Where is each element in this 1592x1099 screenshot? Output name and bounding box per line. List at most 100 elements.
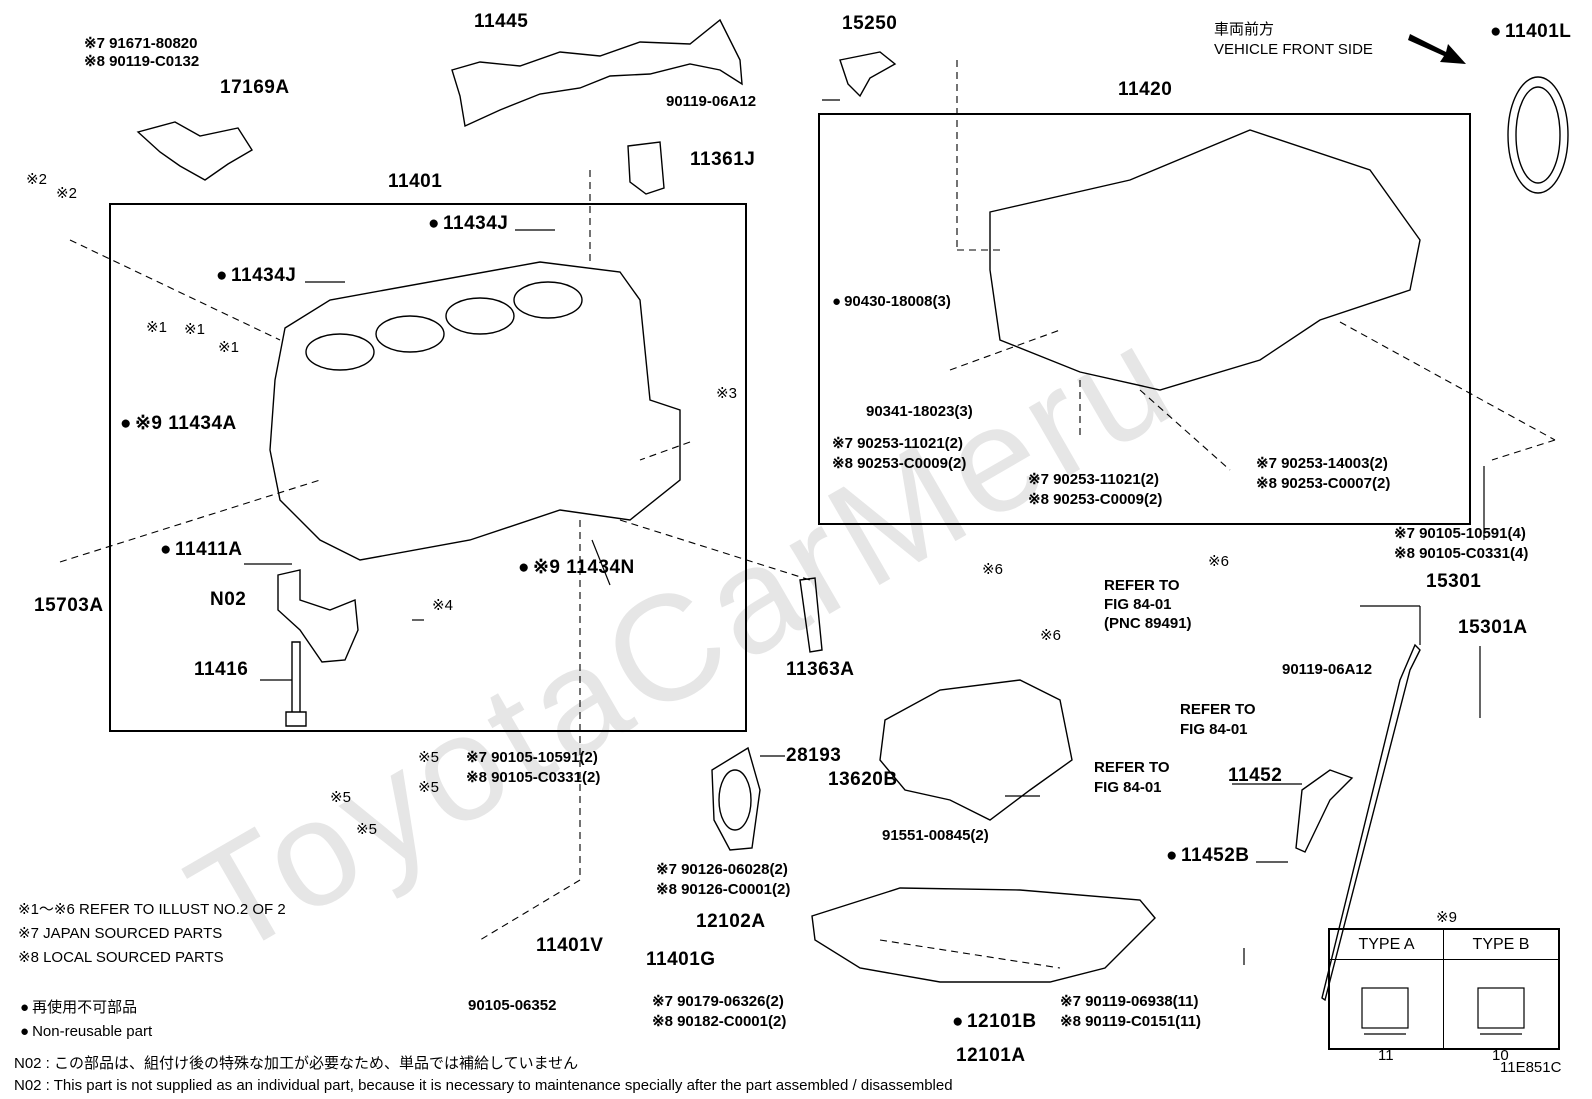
note-japan-sourced: ※7 JAPAN SOURCED PARTS — [18, 925, 223, 942]
refer-fig-84-01-pnc-89491[interactable]: REFER TO FIG 84-01 (PNC 89491) — [1104, 577, 1192, 632]
bushing-type-table: TYPE A TYPE B 11 10 — [1328, 928, 1560, 1064]
part-90253-C0009-b-label[interactable]: ※8 90253-C0009(2) — [1028, 491, 1163, 508]
lower-crankcase-frame — [818, 113, 1471, 525]
part-11434A-label[interactable]: ※9 11434A — [120, 414, 237, 434]
part-15703A-label[interactable]: 15703A — [34, 595, 104, 616]
part-90105-C0331-m-label[interactable]: ※8 90105-C0331(2) — [466, 769, 601, 786]
type-b-bushing-drawing — [1477, 987, 1525, 1029]
part-17169A-label[interactable]: 17169A — [220, 77, 290, 98]
legend-nonreuse-en: Non-reusable part — [20, 1022, 152, 1042]
part-90119-06A12-top-label[interactable]: 90119-06A12 — [666, 93, 757, 110]
part-90105-06352-label[interactable]: 90105-06352 — [468, 997, 557, 1014]
part-11420-label[interactable]: 11420 — [1118, 79, 1173, 100]
part-11401L-label[interactable]: 11401L — [1490, 22, 1571, 42]
part-15301-label[interactable]: 15301 — [1426, 571, 1482, 592]
part-11434J-a-label[interactable]: 11434J — [428, 214, 508, 234]
note-n02-en: N02 : This part is not supplied as an in… — [14, 1077, 953, 1094]
note-local-sourced: ※8 LOCAL SOURCED PARTS — [18, 949, 224, 966]
dipstick-guide-drawing — [1295, 769, 1354, 853]
part-11434N-label[interactable]: ※9 11434N — [518, 558, 635, 578]
part-90341-18023-label[interactable]: 90341-18023(3) — [866, 403, 973, 420]
cylinder-block-drawing — [269, 261, 681, 561]
gasket-drawing — [711, 746, 761, 851]
note-mark-6c: ※6 — [1040, 627, 1061, 644]
part-90253-14003-label[interactable]: ※7 90253-14003(2) — [1256, 455, 1388, 472]
oil-pan-drawing — [811, 887, 1156, 983]
part-11401-label[interactable]: 11401 — [388, 171, 443, 192]
part-90253-11021-a-label[interactable]: ※7 90253-11021(2) — [832, 435, 964, 452]
part-90430-18008-label[interactable]: 90430-18008(3) — [832, 292, 951, 312]
part-90182-C0001-label[interactable]: ※8 90182-C0001(2) — [652, 1013, 787, 1030]
note-mark-5a: ※5 — [418, 749, 439, 766]
part-90126-06028-label[interactable]: ※7 90126-06028(2) — [656, 861, 788, 878]
part-90126-C0001-label[interactable]: ※8 90126-C0001(2) — [656, 881, 791, 898]
note-mark-6b: ※6 — [1208, 553, 1229, 570]
part-15301A-label[interactable]: 15301A — [1458, 617, 1528, 638]
part-12101A-label[interactable]: 12101A — [956, 1045, 1026, 1066]
part-11452-label[interactable]: 11452 — [1228, 765, 1283, 786]
note-mark-1c: ※1 — [218, 339, 239, 356]
oil-control-valve-drawing — [839, 51, 897, 98]
note-n02-jp: N02 : この部品は、組付け後の特殊な加工が必要なため、単品では補給していませ… — [14, 1055, 579, 1072]
part-90253-C0007-label[interactable]: ※8 90253-C0007(2) — [1256, 475, 1391, 492]
type-b-header: TYPE B — [1444, 930, 1558, 960]
type-a-bushing-drawing — [1361, 987, 1409, 1029]
note-mark-3: ※3 — [716, 385, 737, 402]
part-90119-C0151-label[interactable]: ※8 90119-C0151(11) — [1060, 1013, 1202, 1030]
refer-fig-84-01-b[interactable]: REFER TO FIG 84-01 — [1180, 701, 1256, 738]
part-91551-00845-label[interactable]: 91551-00845(2) — [882, 827, 989, 844]
note-mark-5c: ※5 — [330, 789, 351, 806]
part-12101B-label[interactable]: 12101B — [952, 1012, 1037, 1032]
part-90119-06A12-r-label[interactable]: 90119-06A12 — [1282, 661, 1373, 678]
part-15250-label[interactable]: 15250 — [842, 13, 898, 34]
note-mark-2b: ※2 — [56, 185, 77, 202]
cylinder-block-frame — [109, 203, 747, 732]
cover-drawing — [627, 141, 665, 195]
bearing-cap-drawing — [277, 569, 359, 663]
type-a-dimension: 11 — [1378, 1047, 1394, 1064]
part-90253-11021-b-label[interactable]: ※7 90253-11021(2) — [1028, 471, 1160, 488]
part-90105-10591-r-label[interactable]: ※7 90105-10591(4) — [1394, 525, 1526, 542]
part-11411A-label[interactable]: 11411A — [160, 540, 242, 560]
oil-pump-drawing — [879, 679, 1073, 821]
part-11401G-label[interactable]: 11401G — [646, 949, 716, 970]
note-mark-9: ※9 — [1436, 909, 1457, 926]
part-11401V-label[interactable]: 11401V — [536, 935, 604, 956]
vehicle-front-en: VEHICLE FRONT SIDE — [1214, 41, 1373, 58]
legend-nonreuse-jp: 再使用不可部品 — [20, 998, 137, 1018]
bracket-drawing — [136, 121, 253, 181]
part-91671-80820-label[interactable]: ※7 91671-80820 — [84, 35, 198, 52]
part-11361J-label[interactable]: 11361J — [690, 149, 756, 170]
part-11434J-b-label[interactable]: 11434J — [216, 266, 296, 286]
part-12102A-label[interactable]: 12102A — [696, 911, 766, 932]
part-11363A-label[interactable]: 11363A — [786, 659, 855, 680]
part-13620B-label[interactable]: 13620B — [828, 769, 898, 790]
type-a-cell: 11 — [1330, 960, 1444, 1064]
part-28193-label[interactable]: 28193 — [786, 745, 842, 766]
note-mark-5d: ※5 — [356, 821, 377, 838]
part-N02-label[interactable]: N02 — [210, 589, 247, 610]
part-90253-C0009-a-label[interactable]: ※8 90253-C0009(2) — [832, 455, 967, 472]
part-11416-label[interactable]: 11416 — [194, 659, 249, 680]
note-mark-1a: ※1 — [146, 319, 167, 336]
part-90105-C0331-r-label[interactable]: ※8 90105-C0331(4) — [1394, 545, 1529, 562]
type-a-header: TYPE A — [1330, 930, 1444, 960]
tube-drawing — [799, 577, 823, 653]
rear-oil-seal-drawing — [1507, 76, 1569, 194]
dipstick-drawing — [1321, 643, 1421, 1002]
diagram-code: 11E851C — [1500, 1059, 1562, 1076]
part-90119-06938-label[interactable]: ※7 90119-06938(11) — [1060, 993, 1199, 1010]
lower-crankcase-drawing — [989, 129, 1421, 391]
note-mark-2a: ※2 — [26, 171, 47, 188]
vehicle-front-arrow-icon — [1408, 34, 1466, 64]
part-90119-C0132-label[interactable]: ※8 90119-C0132 — [84, 53, 200, 70]
note-mark-6a: ※6 — [982, 561, 1003, 578]
part-90179-06326-label[interactable]: ※7 90179-06326(2) — [652, 993, 784, 1010]
part-11452B-label[interactable]: 11452B — [1166, 846, 1250, 866]
note-mark-4: ※4 — [432, 597, 453, 614]
refer-fig-84-01-c[interactable]: REFER TO FIG 84-01 — [1094, 759, 1170, 796]
part-11445-label[interactable]: 11445 — [474, 11, 529, 32]
part-90105-10591-m-label[interactable]: ※7 90105-10591(2) — [466, 749, 598, 766]
note-mark-1b: ※1 — [184, 321, 205, 338]
